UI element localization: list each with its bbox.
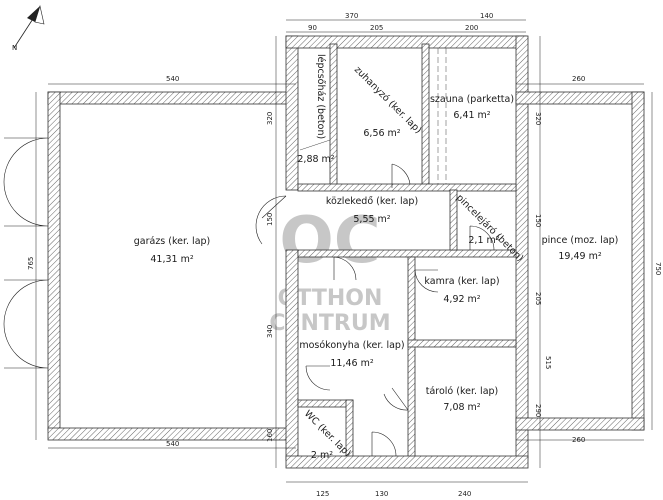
dim-right-320: 320: [534, 112, 542, 125]
room-tarolo-name: tároló (ker. lap): [426, 386, 499, 397]
dim-pince-height: 750: [654, 262, 662, 275]
north-label: N: [12, 44, 17, 52]
dim-right-515: 515: [544, 356, 552, 369]
dim-top-200: 200: [465, 24, 478, 32]
stair-marks: [299, 48, 447, 184]
room-zuhanyzo-area: 6,56 m²: [363, 128, 400, 139]
room-kozlekedo-area: 5,55 m²: [353, 214, 390, 225]
room-pince-area: 19,49 m²: [558, 251, 601, 262]
dim-pince-bottom: 260: [572, 436, 585, 444]
room-mosokonyha-name: mosókonyha (ker. lap): [299, 340, 404, 351]
dim-bottom-130: 130: [375, 490, 388, 498]
walls: [47, 35, 645, 469]
room-lepcsohaz-name: lépcsőház (beton): [315, 54, 326, 139]
room-mosokonyha-area: 11,46 m²: [330, 358, 373, 369]
dim-right-150: 150: [534, 214, 542, 227]
room-szauna-area: 6,41 m²: [453, 110, 490, 121]
dim-garage-top: 540: [166, 75, 179, 83]
dim-left-340: 340: [266, 325, 274, 338]
dim-right-205: 205: [534, 292, 542, 305]
dim-left-160: 160: [266, 429, 274, 442]
dim-bottom-125: 125: [316, 490, 329, 498]
room-kozlekedo-name: közlekedő (ker. lap): [326, 196, 418, 207]
dim-left-320: 320: [266, 112, 274, 125]
dim-bottom-240: 240: [458, 490, 471, 498]
room-pincelejaro-area: 2,1 m²: [468, 235, 499, 246]
north-arrow-icon: N: [12, 4, 45, 52]
dimension-lines: [35, 19, 653, 483]
dim-garage-height: 765: [27, 257, 35, 270]
room-pince-name: pince (moz. lap): [542, 235, 619, 246]
room-kamra-area: 4,92 m²: [443, 294, 480, 305]
dim-top-205: 205: [370, 24, 383, 32]
room-tarolo-area: 7,08 m²: [443, 402, 480, 413]
room-kamra-name: kamra (ker. lap): [424, 276, 499, 287]
room-garazs-name: garázs (ker. lap): [134, 236, 211, 247]
dim-top-140: 140: [480, 12, 493, 20]
dim-pince-top: 260: [572, 75, 585, 83]
dim-top-90: 90: [308, 24, 317, 32]
room-zuhanyzo-name: zuhanyzó (ker. lap): [352, 64, 424, 136]
room-szauna-name: szauna (parketta): [430, 94, 514, 105]
room-lepcsohaz-area: 2,88 m²: [297, 154, 334, 165]
dim-right-290: 290: [534, 404, 542, 417]
doors: [3, 137, 495, 457]
room-garazs-area: 41,31 m²: [150, 254, 193, 265]
dim-top-370: 370: [345, 12, 358, 20]
dim-left-150: 150: [266, 213, 274, 226]
room-wc-area: 2 m²: [311, 450, 333, 461]
dim-garage-bottom: 540: [166, 440, 179, 448]
